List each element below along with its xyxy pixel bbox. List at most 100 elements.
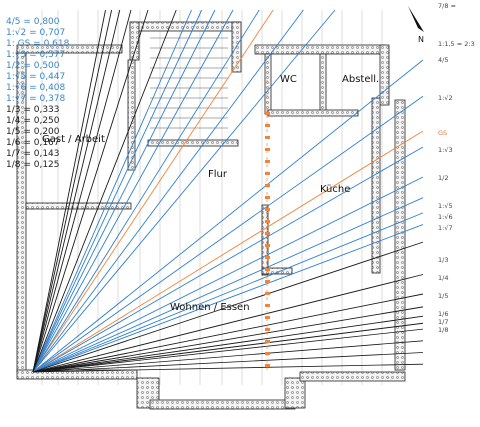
- orange-marker: [265, 268, 270, 271]
- right-ratio-label: 1:1,5 ≈ 2:3: [438, 40, 475, 48]
- ratio-ray-steep: [32, 9, 121, 373]
- room-label-abstell: Abstell.: [342, 74, 379, 85]
- orange-marker: [265, 316, 270, 319]
- ratio-ray: [32, 315, 424, 373]
- right-ratio-label: 1:√5: [438, 202, 453, 210]
- ratio-ray: [32, 241, 424, 373]
- ratio-lines: [32, 9, 424, 373]
- ratio-text: 1/5 = 0,200: [6, 127, 60, 137]
- right-ratio-label: 1:√3: [438, 146, 453, 154]
- compass-icon: N: [408, 6, 424, 44]
- ratio-ray-low: [32, 363, 424, 373]
- ratio-text: 1:√5 = 0,447: [6, 71, 65, 82]
- ratio-ray-steep: [32, 9, 274, 373]
- right-ratio-label: 1/5: [438, 292, 448, 300]
- orange-marker: [265, 112, 270, 115]
- ratio-ray: [32, 274, 424, 373]
- room-label-wohnen: Wohnen / Essen: [170, 302, 250, 313]
- ratio-text: 1/8 = 0,125: [6, 160, 60, 170]
- ratio-ray-steep: [32, 9, 336, 373]
- ratio-ray: [32, 197, 424, 373]
- orange-marker: [265, 364, 270, 367]
- wall-kitchen-right: [371, 97, 381, 274]
- wall-wc-left: [264, 53, 272, 115]
- ratio-text: 1:√7 = 0,378: [6, 93, 66, 104]
- orange-marker: [265, 208, 270, 211]
- orange-marker: [265, 244, 270, 247]
- ratio-ray: [32, 95, 424, 373]
- wall-bay-bottom: [149, 399, 296, 410]
- ratio-text: 1/4 = 0,250: [6, 116, 60, 126]
- right-ratio-label: 4/5: [438, 56, 448, 64]
- room-label-gast: Gast / Arbeit: [42, 134, 105, 145]
- ratio-text: 1:√6 = 0,408: [6, 82, 66, 93]
- ratio-ray-steep: [32, 9, 203, 373]
- wall-wc-right: [319, 53, 327, 115]
- ratio-text: 1/2 = 0,500: [6, 61, 60, 71]
- ratio-ray-steep: [32, 9, 216, 373]
- orange-marker: [265, 148, 270, 151]
- orange-marker: [265, 136, 270, 139]
- grid-lines: [41, 10, 383, 385]
- ratio-ray: [32, 224, 424, 373]
- ratio-ray-steep: [32, 9, 192, 373]
- ratio-ray: [32, 130, 424, 373]
- right-ratio-label: 1:√7: [438, 224, 453, 232]
- ratio-text: 1:√2 = 0,707: [6, 27, 65, 38]
- wall-stair-left: [129, 21, 140, 61]
- orange-marker: [265, 280, 270, 283]
- ratio-ray-steep: [32, 9, 113, 373]
- orange-marker: [265, 352, 270, 355]
- orange-marker: [265, 196, 270, 199]
- right-ratio-label: 1/4: [438, 274, 448, 282]
- ratio-ray: [32, 212, 424, 373]
- ratio-text: 1/6 = 0,167: [6, 138, 60, 148]
- ratio-ray-steep: [32, 9, 106, 373]
- right-ratio-label: 1/6: [438, 310, 448, 318]
- ratio-ray-steep: [32, 9, 260, 373]
- ratio-ray: [32, 306, 424, 373]
- orange-marker: [265, 124, 270, 127]
- orange-marker: [265, 172, 270, 175]
- wall-bottom-right: [299, 371, 406, 382]
- wall-right-upper: [379, 44, 390, 106]
- ratio-text: 1:√3 = 0,577: [6, 49, 65, 60]
- right-ratio-label: 1:√6: [438, 213, 453, 221]
- wall-wc-bottom: [267, 109, 359, 117]
- room-label-flur: Flur: [208, 169, 228, 180]
- right-ratio-labels: 7/8 ≈ 1:1,5 ≈ 2:3 4/5 1:√2GS 1:√3 1/2 1:√5 1:√6…: [438, 2, 475, 334]
- ratio-ray-steep: [32, 9, 149, 373]
- ratio-text: 1/7 = 0,143: [6, 149, 60, 159]
- ratio-ray-steep: [32, 9, 234, 373]
- right-ratio-label: 1/3: [438, 256, 448, 264]
- ratio-ray-low: [32, 328, 424, 373]
- right-ratio-label: 1/2: [438, 174, 448, 182]
- ratio-ray-steep: [32, 9, 304, 373]
- right-ratio-label: 1:√2: [438, 94, 453, 102]
- orange-marker: [265, 256, 270, 259]
- wall-top-right: [254, 44, 386, 55]
- orange-marker: [265, 328, 270, 331]
- staircase: [150, 37, 228, 129]
- ratio-ray: [32, 176, 424, 373]
- room-label-kueche: Küche: [320, 184, 350, 195]
- ratio-ray: [32, 322, 424, 373]
- ratio-ray-steep: [32, 9, 177, 373]
- ratio-ray: [32, 293, 424, 373]
- right-ratio-label: 7/8 ≈: [438, 2, 456, 10]
- ratio-ray-low: [32, 352, 424, 373]
- ratio-ray-steep: [32, 9, 132, 373]
- orange-marker: [265, 292, 270, 295]
- wall-kitchen-bottom: [261, 267, 293, 275]
- right-ratio-label: 1/7: [438, 318, 448, 326]
- ratio-text: 1/3 = 0,333: [6, 105, 60, 115]
- orange-marker: [265, 304, 270, 307]
- wall-bay-right: [284, 377, 306, 409]
- orange-marker: [265, 232, 270, 235]
- orange-marker: [265, 220, 270, 223]
- orange-marker: [265, 184, 270, 187]
- right-ratio-label: GS: [438, 129, 447, 137]
